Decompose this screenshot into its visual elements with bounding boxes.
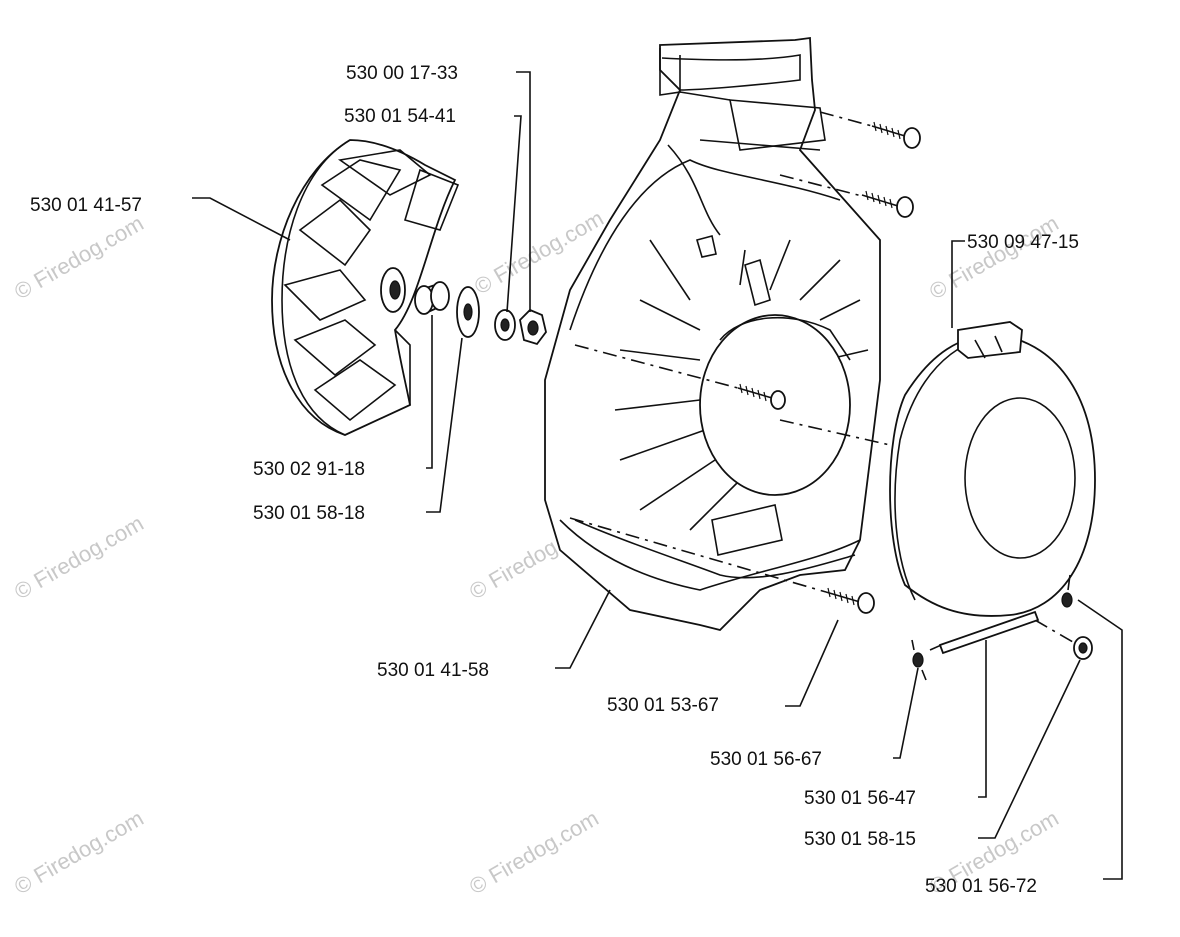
washer-drawing xyxy=(456,286,480,338)
label-530-01-58-15: 530 01 58-15 xyxy=(804,829,916,850)
screw-top-2 xyxy=(861,190,914,218)
rod-drawing xyxy=(938,610,1040,655)
watermark-4: © Firedog.com xyxy=(10,510,148,604)
leader-lines xyxy=(192,71,1123,880)
label-530-01-41-58: 530 01 41-58 xyxy=(377,660,489,681)
nut-drawing xyxy=(519,308,547,346)
watermark-7: © Firedog.com xyxy=(10,805,148,899)
screw-bottom xyxy=(825,587,875,614)
screw-top-1 xyxy=(871,121,921,149)
label-530-01-56-72: 530 01 56-72 xyxy=(925,876,1037,897)
spacer-drawing xyxy=(414,281,450,315)
part-labels: 530 00 17-33 530 01 54-41 530 01 41-57 5… xyxy=(30,63,1079,897)
label-530-01-41-57: 530 01 41-57 xyxy=(30,195,142,216)
screw-center xyxy=(737,383,786,410)
label-530-01-58-18: 530 01 58-18 xyxy=(253,503,365,524)
label-530-01-53-67: 530 01 53-67 xyxy=(607,695,719,716)
watermark-1: © Firedog.com xyxy=(10,210,148,304)
cover-drawing xyxy=(889,321,1096,617)
label-530-01-56-47: 530 01 56-47 xyxy=(804,788,916,809)
housing-screws xyxy=(737,121,921,614)
watermark-8: © Firedog.com xyxy=(465,805,603,899)
small-parts-lower-right xyxy=(911,574,1093,681)
washer-small xyxy=(1073,636,1093,660)
label-530-02-91-18: 530 02 91-18 xyxy=(253,459,365,480)
label-530-09-47-15: 530 09 47-15 xyxy=(967,232,1079,253)
label-530-01-56-67: 530 01 56-67 xyxy=(710,749,822,770)
label-530-01-54-41: 530 01 54-41 xyxy=(344,106,456,127)
clip-left xyxy=(911,639,927,681)
clip-right xyxy=(1061,574,1073,608)
lock-washer-drawing xyxy=(494,309,516,341)
fan-impeller-drawing xyxy=(271,139,460,436)
blower-housing-drawing xyxy=(544,36,881,631)
watermark-3: © Firedog.com xyxy=(925,210,1063,304)
label-530-00-17-33: 530 00 17-33 xyxy=(346,63,458,84)
assembly-lines xyxy=(569,111,1079,651)
